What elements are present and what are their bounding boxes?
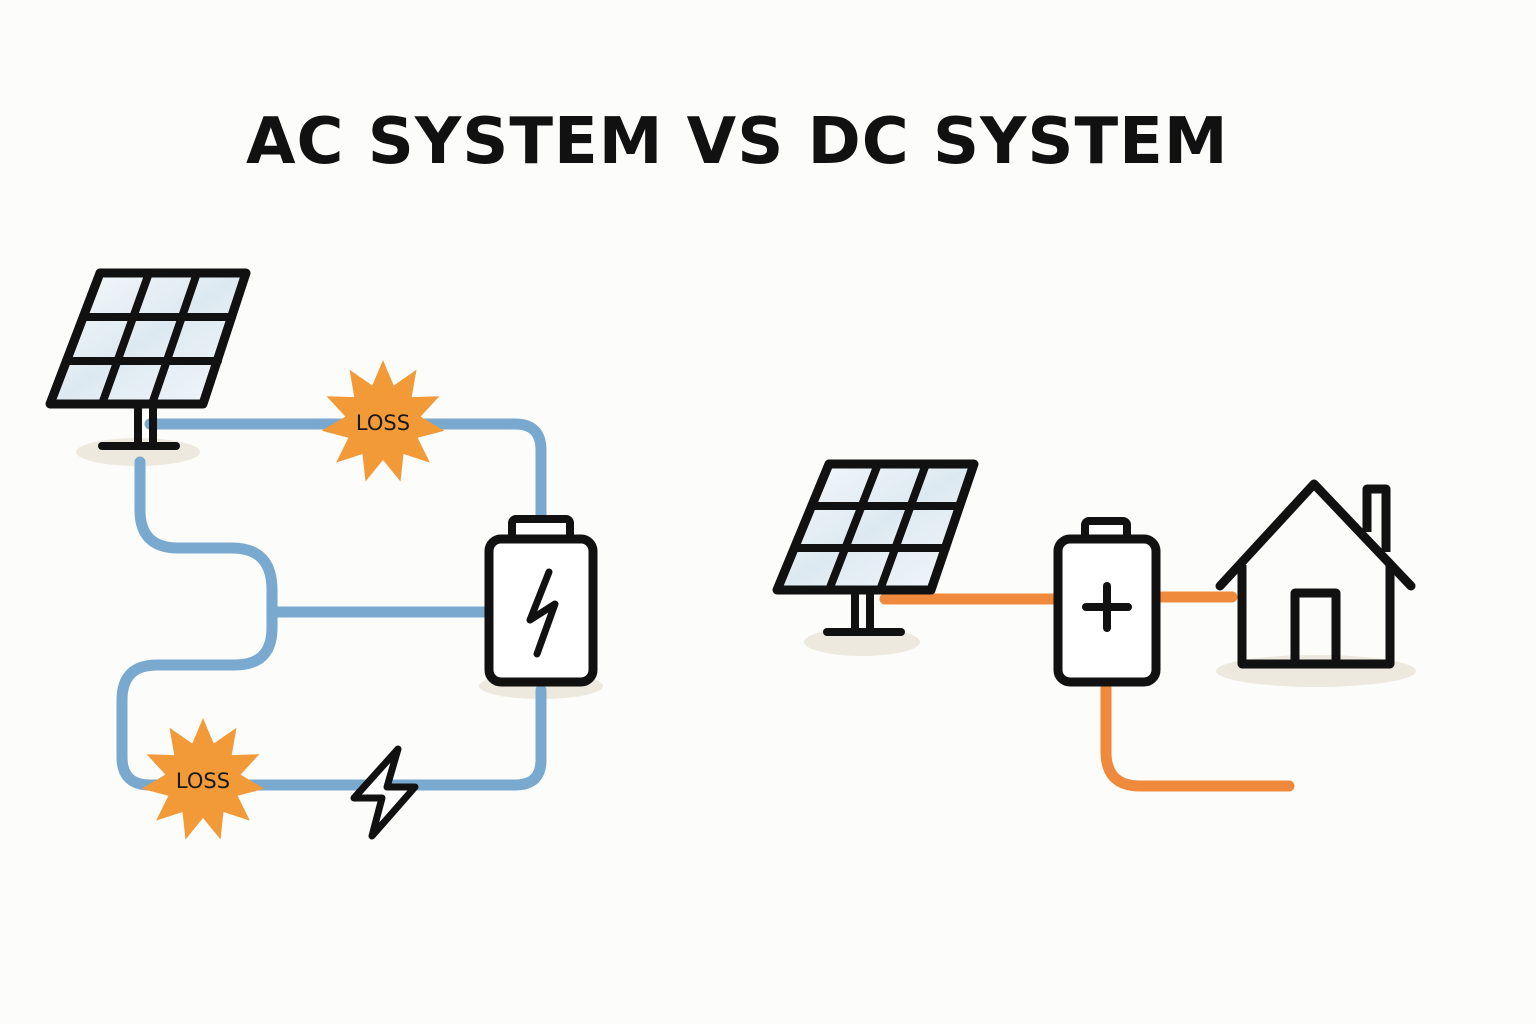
- loss-burst-icon: LOSS: [321, 360, 445, 482]
- ac-system: LOSS LOSS: [45, 268, 603, 840]
- ac-wiring: [116, 418, 547, 791]
- loss-label: LOSS: [176, 769, 230, 793]
- house-icon: [1215, 479, 1416, 669]
- lightning-bolt-icon: [350, 745, 419, 840]
- battery-icon: [1053, 517, 1161, 687]
- loss-burst-icon: LOSS: [141, 718, 265, 840]
- solar-panel-icon: [772, 459, 979, 636]
- diagram-title: AC SYSTEM VS DC SYSTEM: [246, 105, 1229, 179]
- battery-icon: [484, 515, 598, 687]
- dc-system: [772, 459, 1416, 792]
- loss-label: LOSS: [356, 411, 410, 435]
- dc-wiring: [879, 591, 1295, 792]
- solar-panel-icon: [45, 268, 251, 450]
